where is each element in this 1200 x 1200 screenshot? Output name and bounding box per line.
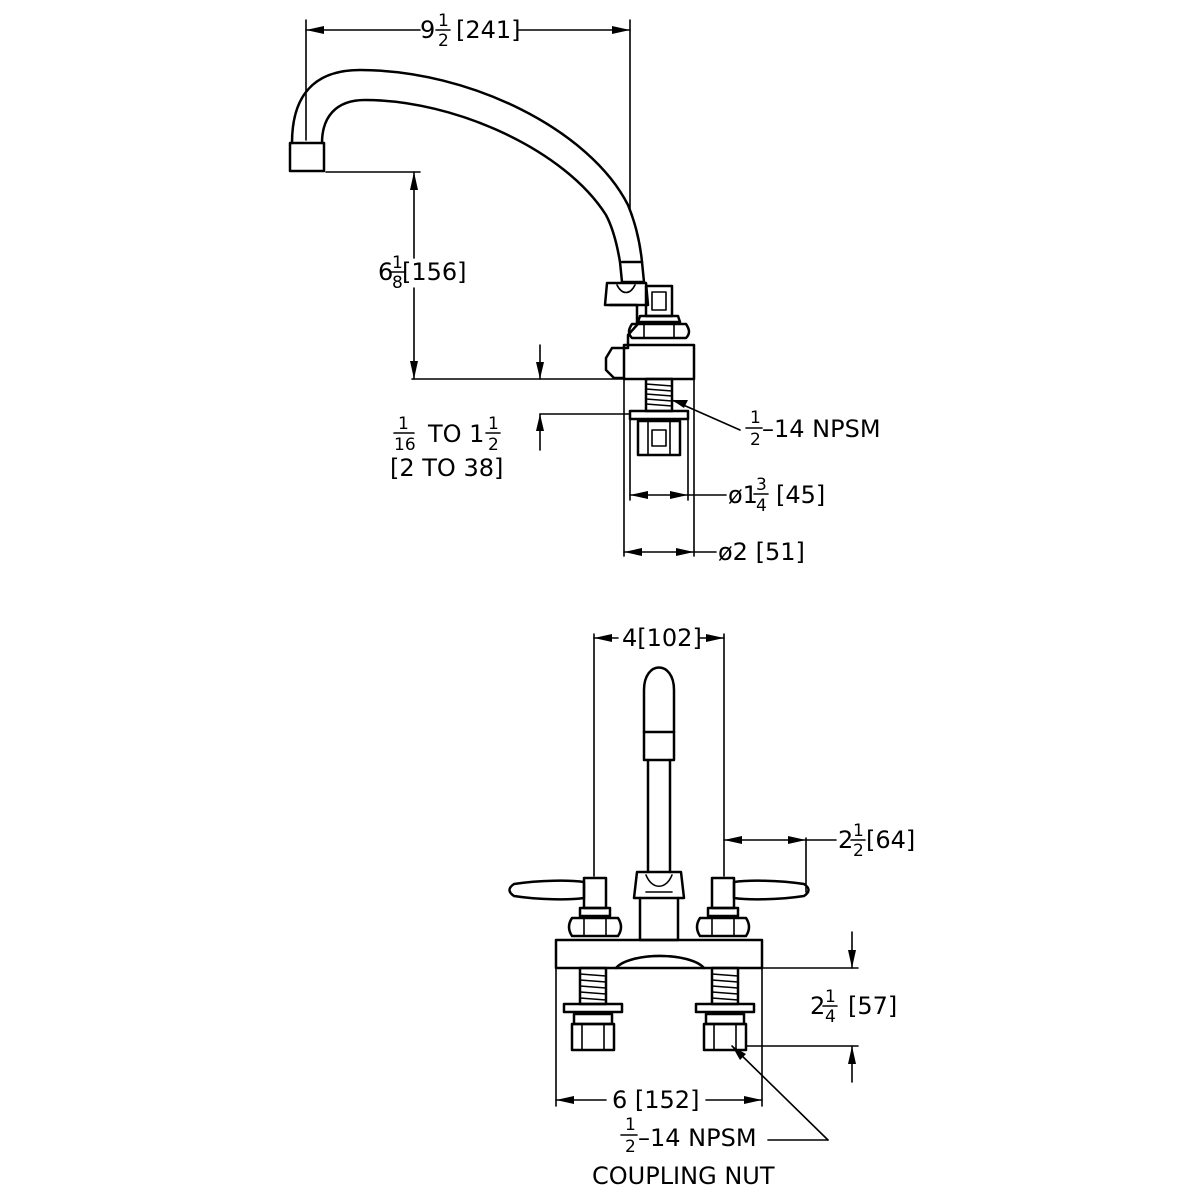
dim-handle-offset: 2 1 2 [64]: [723, 821, 915, 893]
left-handle[interactable]: [508, 876, 623, 938]
aerator-tip: [288, 141, 326, 173]
spout-collar: [642, 730, 676, 762]
flange-dia-small-prefix: ø1: [728, 481, 758, 509]
dim-center-spacing: 4[102]: [593, 624, 725, 877]
flange-dia-small-metric: [45]: [776, 481, 825, 509]
shank-thread-top-num: 1: [750, 408, 761, 428]
spout-reach-whole: 9: [420, 16, 435, 44]
body-height-metric: [57]: [848, 992, 897, 1020]
deck-range-den2: 2: [488, 435, 499, 455]
left-handle-hub: [582, 876, 608, 910]
side-view-base: [622, 343, 696, 381]
front-view: 4[102] 2 1 2 [64] 2 1 4 [57]: [508, 624, 915, 1190]
left-coupling-nut: [570, 1022, 616, 1052]
right-shank-assembly: [694, 966, 756, 1052]
flange-dia-small-den: 4: [756, 496, 767, 516]
handle-offset-num: 1: [853, 821, 864, 841]
dim-flange-dia-small: ø1 3 4 [45]: [623, 379, 825, 557]
shank-thread-bottom-line2: COUPLING NUT: [592, 1162, 775, 1190]
dim-base-width: 6 [152]: [555, 967, 763, 1114]
dim-flange-dia-large: ø2 [51]: [623, 538, 805, 566]
leader-shank-thread-bottom: 1 2 –14 NPSM COUPLING NUT: [592, 1045, 829, 1190]
dim-body-height: 2 1 4 [57]: [745, 931, 897, 1083]
handle-offset-den: 2: [853, 841, 864, 861]
valve-bonnet: [627, 322, 691, 340]
spout-nut: [603, 281, 650, 307]
spout-height-metric: [156]: [402, 258, 467, 286]
right-bonnet: [695, 916, 751, 938]
spout-height-whole: 6: [378, 258, 393, 286]
side-view-spout: [288, 68, 646, 284]
side-view-coupling-nut: [636, 419, 682, 457]
handle-offset-whole: 2: [838, 826, 853, 854]
shank-thread-top-den: 2: [750, 430, 761, 450]
right-lever[interactable]: [732, 879, 810, 901]
front-view-base: [554, 938, 764, 970]
dim-deck-range: 1 16 TO 1 1 2 [2 TO 38]: [390, 344, 631, 482]
left-bonnet: [567, 916, 623, 938]
front-spout-nut: [632, 870, 686, 900]
dim-spout-height: 6 1 8 [156]: [325, 171, 467, 380]
right-washer: [694, 1002, 756, 1014]
front-view-spout: [614, 666, 706, 970]
dim-spout-reach: 9 1 2 [241]: [305, 11, 631, 211]
spout-height-den: 8: [392, 273, 403, 293]
base-width-text: 6 [152]: [612, 1086, 699, 1114]
side-view-washer: [628, 409, 690, 421]
leader-shank-thread-top: 1 2 –14 NPSM: [671, 399, 881, 450]
spout-height-num: 1: [392, 253, 403, 273]
deck-range-metric: [2 TO 38]: [390, 454, 503, 482]
flange-dia-large-text: ø2 [51]: [718, 538, 805, 566]
flange-dia-small-num: 3: [756, 475, 767, 495]
left-lever[interactable]: [508, 879, 586, 901]
shank-thread-bottom-den: 2: [625, 1137, 636, 1157]
body-height-whole: 2: [810, 992, 825, 1020]
spout-reach-metric: [241]: [456, 16, 521, 44]
shank-thread-bottom-num: 1: [625, 1115, 636, 1135]
deck-range-den1: 16: [394, 435, 416, 455]
side-view: 9 1 2 [241] 6 1 8 [156] 1: [288, 11, 881, 566]
deck-range-mid: TO 1: [427, 420, 484, 448]
left-shank-assembly: [562, 966, 624, 1052]
valve-stem-cap: [644, 284, 674, 318]
spout-reach-num: 1: [438, 11, 449, 31]
body-height-den: 4: [825, 1007, 836, 1027]
side-view-body: [411, 281, 696, 457]
deck-range-num1: 1: [398, 414, 409, 434]
handle-offset-metric: [64]: [866, 826, 915, 854]
shank-thread-top-rest: –14 NPSM: [762, 415, 881, 443]
right-handle-hub: [710, 876, 736, 910]
spout-top-round: [642, 666, 676, 734]
shank-thread-bottom-rest: –14 NPSM: [638, 1124, 757, 1152]
left-washer: [562, 1002, 624, 1014]
center-spacing-text: 4[102]: [622, 624, 702, 652]
right-coupling-nut: [702, 1022, 748, 1052]
right-handle[interactable]: [695, 876, 810, 938]
deck-range-num2: 1: [488, 414, 499, 434]
body-height-num: 1: [825, 987, 836, 1007]
spout-reach-den: 2: [438, 31, 449, 51]
